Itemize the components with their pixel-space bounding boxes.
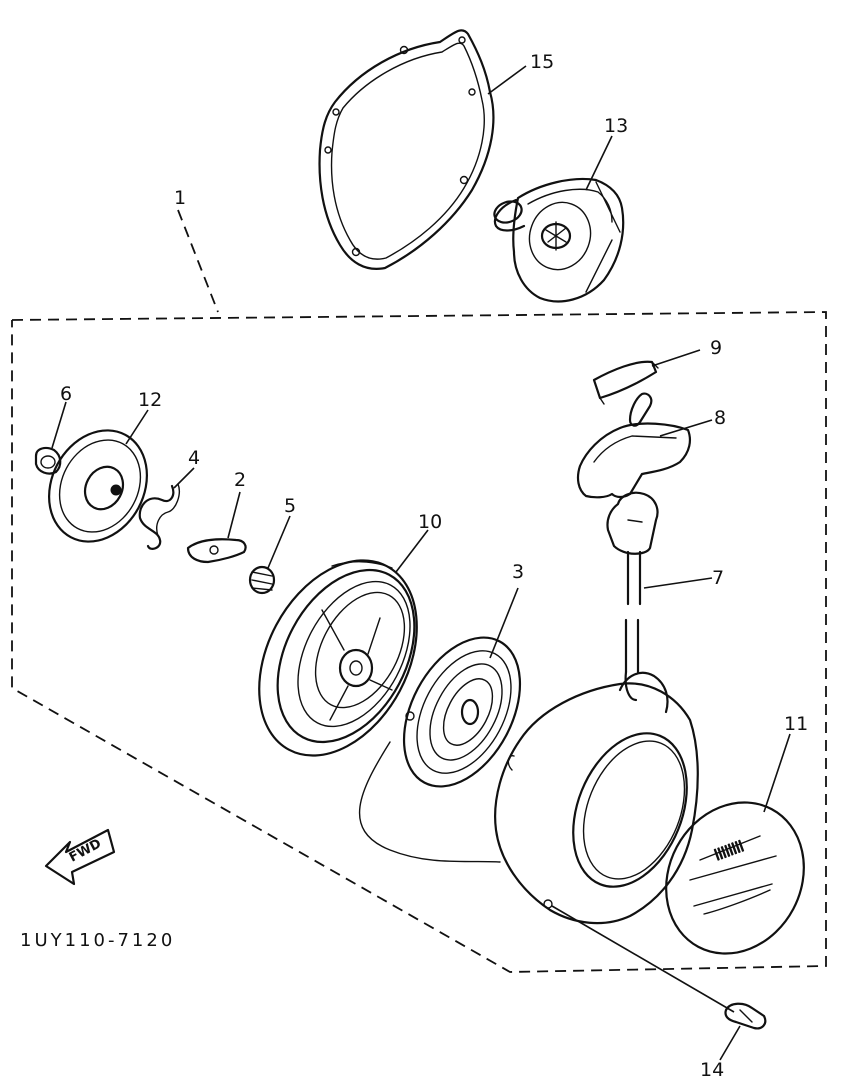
handle-cap [592, 360, 659, 405]
leader-lines [51, 65, 791, 1061]
callout-8: 8 [714, 407, 726, 429]
starter-handle [576, 392, 691, 555]
starter-case [494, 671, 699, 925]
callout-6: 6 [60, 383, 72, 405]
bolt [724, 1002, 767, 1030]
cover-plate [48, 429, 148, 543]
callout-2: 2 [234, 469, 246, 491]
callout-10: 10 [418, 511, 442, 533]
callout-7: 7 [712, 567, 724, 589]
callout-9: 9 [710, 337, 722, 359]
callout-1: 1 [174, 187, 186, 209]
callout-4: 4 [188, 447, 200, 469]
part-code: 1UY110-7120 [20, 930, 175, 951]
spring-clip [138, 483, 180, 550]
callout-3: 3 [512, 561, 524, 583]
nut [34, 446, 62, 475]
pawl-spring [248, 565, 276, 595]
recoil-spring [402, 636, 522, 788]
gasket [318, 29, 495, 270]
assembly-boundary [11, 209, 827, 973]
callout-11: 11 [784, 713, 808, 735]
callout-5: 5 [284, 495, 296, 517]
callout-15: 15 [530, 51, 554, 73]
forward-direction-arrow: FWD [44, 828, 116, 886]
callout-14: 14 [700, 1059, 724, 1081]
drive-pulley [493, 177, 625, 303]
starter-rope [358, 550, 642, 863]
pawl [186, 538, 247, 564]
svg-text:||||||||: |||||||| [713, 838, 745, 860]
emblem-plate: |||||||| [665, 801, 805, 955]
callout-labels: 1 2 3 4 5 6 7 8 9 10 11 12 13 14 15 [60, 51, 808, 1081]
rope-reel [258, 559, 418, 757]
callout-13: 13 [604, 115, 628, 137]
callout-12: 12 [138, 389, 162, 411]
